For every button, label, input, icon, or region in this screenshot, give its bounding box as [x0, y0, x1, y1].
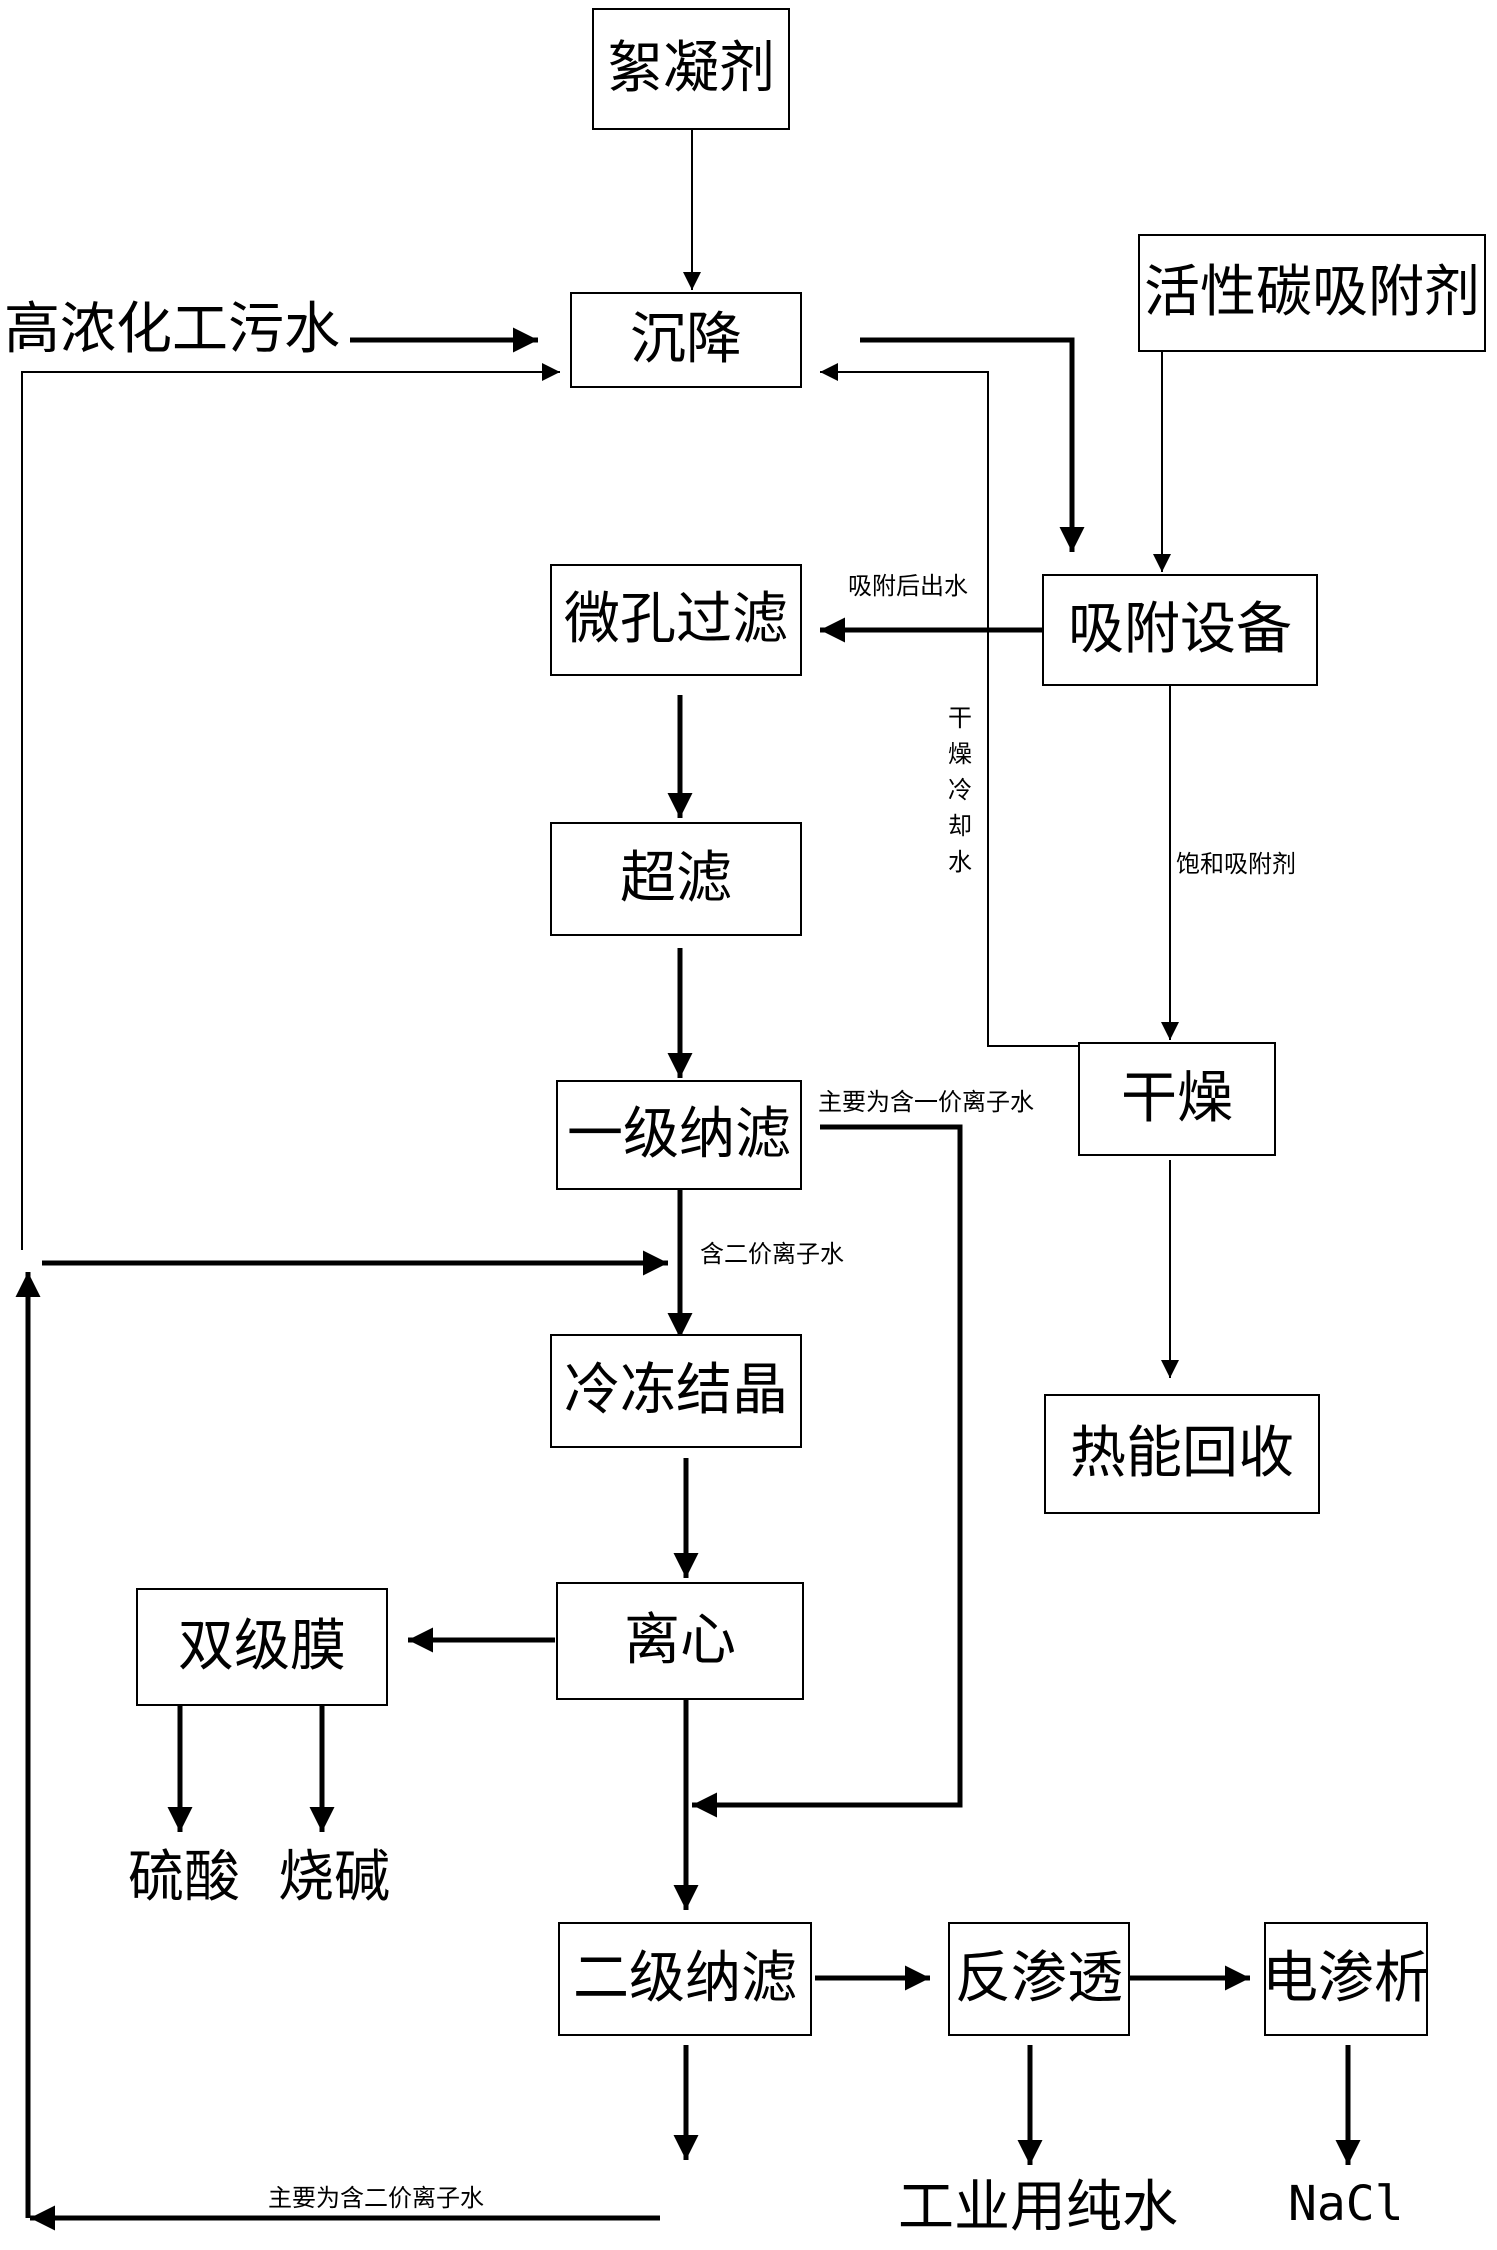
input-wastewater-label: 高浓化工污水 — [4, 297, 340, 362]
secondary-nanofiltration-label: 二级纳滤 — [573, 1946, 797, 2011]
ultrafiltration-box: 超滤 — [550, 822, 802, 936]
sedimentation-box: 沉降 — [570, 292, 802, 388]
freeze-crystallization-label: 冷冻结晶 — [564, 1358, 788, 1423]
primary-nanofiltration-box: 一级纳滤 — [556, 1080, 802, 1190]
adsorption-equipment-box: 吸附设备 — [1042, 574, 1318, 686]
sedimentation-label: 沉降 — [630, 307, 742, 372]
reverse-osmosis-label: 反渗透 — [955, 1946, 1123, 2011]
centrifuge-box: 离心 — [556, 1582, 804, 1700]
drying-cooling-water-label: 干燥冷却水 — [948, 704, 972, 876]
arrow-monovalent-path — [692, 1124, 963, 1818]
sulfuric-acid-output: 硫酸 — [128, 1845, 240, 1910]
drying-label: 干燥 — [1121, 1066, 1233, 1131]
centrifuge-label: 离心 — [624, 1608, 736, 1673]
monovalent-water-label: 主要为含一价离子水 — [818, 1088, 1034, 1116]
electrodialysis-box: 电渗析 — [1262, 1922, 1430, 2036]
divalent-water-label: 含二价离子水 — [700, 1240, 844, 1268]
heat-recovery-box: 热能回收 — [1044, 1394, 1320, 1514]
microporous-filtration-label: 微孔过滤 — [564, 587, 788, 652]
electrodialysis-label: 电渗析 — [1262, 1946, 1430, 2011]
activated-carbon-label: 活性碳吸附剂 — [1144, 260, 1480, 325]
flocculant-label: 絮凝剂 — [607, 36, 775, 101]
microporous-filtration-box: 微孔过滤 — [550, 564, 802, 676]
nacl-output: NaCl — [1288, 2176, 1404, 2232]
post-adsorption-water-label: 吸附后出水 — [848, 572, 968, 600]
heat-recovery-label: 热能回收 — [1070, 1421, 1294, 1486]
reverse-osmosis-box: 反渗透 — [948, 1922, 1130, 2036]
activated-carbon-box: 活性碳吸附剂 — [1138, 234, 1486, 352]
flocculant-box: 絮凝剂 — [592, 8, 790, 130]
caustic-soda-output: 烧碱 — [278, 1845, 390, 1910]
primary-nanofiltration-label: 一级纳滤 — [567, 1102, 791, 1167]
arrow-left-return-to-sedimentation — [21, 363, 560, 1250]
adsorption-equipment-label: 吸附设备 — [1068, 597, 1292, 662]
ultrafiltration-label: 超滤 — [620, 846, 732, 911]
divalent-water-main-label: 主要为含二价离子水 — [268, 2184, 484, 2212]
drying-box: 干燥 — [1078, 1042, 1276, 1156]
freeze-crystallization-box: 冷冻结晶 — [550, 1334, 802, 1448]
bipolar-membrane-label: 双级膜 — [178, 1614, 346, 1679]
bipolar-membrane-box: 双级膜 — [136, 1588, 388, 1706]
industrial-pure-water-output: 工业用纯水 — [898, 2175, 1178, 2240]
saturated-adsorbent-label: 饱和吸附剂 — [1176, 850, 1296, 878]
arrow-sedimentation-to-adsorption — [860, 337, 1085, 552]
secondary-nanofiltration-box: 二级纳滤 — [558, 1922, 812, 2036]
arrow-cooling-water-return — [820, 363, 1078, 1047]
